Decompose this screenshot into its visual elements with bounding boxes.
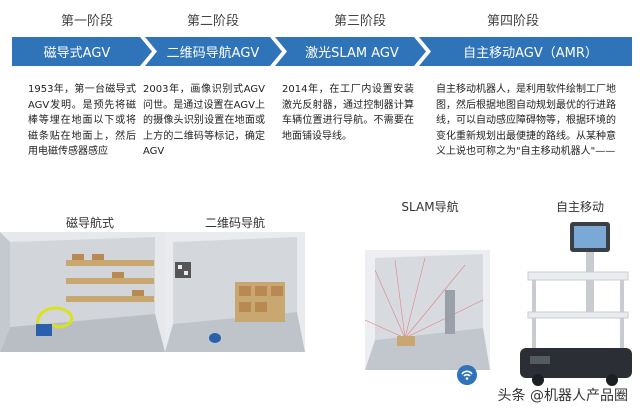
agv-vehicle: [209, 333, 221, 343]
qr-code-marker: [175, 262, 191, 278]
magnetic-warehouse-illustration: [0, 232, 165, 352]
stage-4-title: 自主移动AGV（AMR）: [428, 42, 633, 61]
scene-1-label: 磁导航式: [50, 214, 130, 231]
stage-2-title: 二维码导航AGV: [150, 42, 276, 61]
scene-3-label: SLAM导航: [390, 198, 470, 215]
box-stack: [235, 282, 285, 322]
stage-1-title: 磁导式AGV: [14, 42, 140, 61]
stage-1-description: 1953年，第一台磁导式AGV发明。是预先将磁棒等埋在地面以下或将磁条贴在地面上…: [28, 82, 136, 160]
agv-vehicle: [36, 324, 52, 336]
scene-2-label: 二维码导航: [190, 214, 280, 231]
stage-1-label: 第一阶段: [52, 10, 122, 29]
stage-4-label: 第四阶段: [478, 10, 548, 29]
robot-shelf-top: [528, 272, 628, 280]
stage-3-description: 2014年，在工厂内设置安装激光反射器，通过控制器计算车辆位置进行导航。不需要在…: [282, 82, 414, 144]
stage-2-label: 第二阶段: [178, 10, 248, 29]
scene-4-label: 自主移动: [540, 198, 620, 215]
qrcode-warehouse-illustration: [165, 232, 305, 352]
stage-4-description: 自主移动机器人，是利用软件绘制工厂地图，然后根据地图自动规划最优的行进路线，可以…: [436, 82, 616, 160]
amr-robot-illustration: [508, 216, 633, 396]
stage-2-description: 2003年，画像识别式AGV问世。是通过设置在AGV上的摄像头识别设置在地面或上…: [143, 82, 265, 160]
pillar: [445, 290, 455, 334]
stage-3-label: 第三阶段: [325, 10, 395, 29]
agv-vehicle: [397, 336, 415, 346]
wifi-signal-icon: [456, 364, 478, 386]
robot-shelf-middle: [528, 312, 628, 318]
slam-warehouse-illustration: [365, 250, 490, 370]
watermark: 头条 @机器人产品圈: [498, 385, 628, 405]
stage-3-title: 激光SLAM AGV: [282, 42, 422, 61]
watermark-text: 头条 @机器人产品圈: [498, 385, 628, 405]
